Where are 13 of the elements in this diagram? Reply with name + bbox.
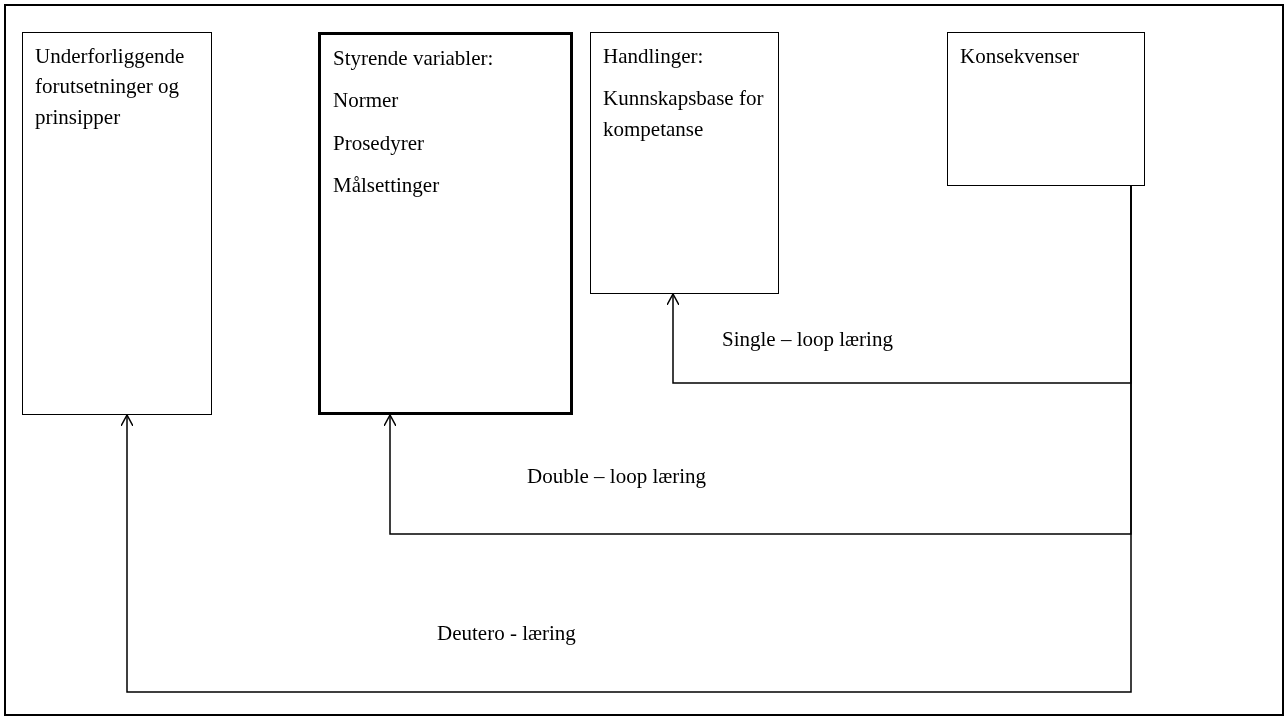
box-text: Prosedyrer: [333, 129, 425, 157]
box-text: Handlinger:: [603, 43, 705, 70]
text-box: [318, 32, 573, 415]
arrow: [120, 185, 1132, 693]
box-text: Normer: [333, 87, 400, 115]
box-text: Underforliggende forutsetninger og prinsipper: [35, 43, 186, 131]
box-text: Kunnskapsbase for kompetanse: [603, 85, 765, 143]
text-box: [590, 32, 779, 294]
box-text: Konsekvenser: [960, 43, 1080, 70]
box-text: Styrende variabler:: [333, 45, 495, 72]
box-text: Målsettinger: [333, 172, 441, 200]
text-box: [22, 32, 212, 415]
text-box: [947, 32, 1145, 186]
